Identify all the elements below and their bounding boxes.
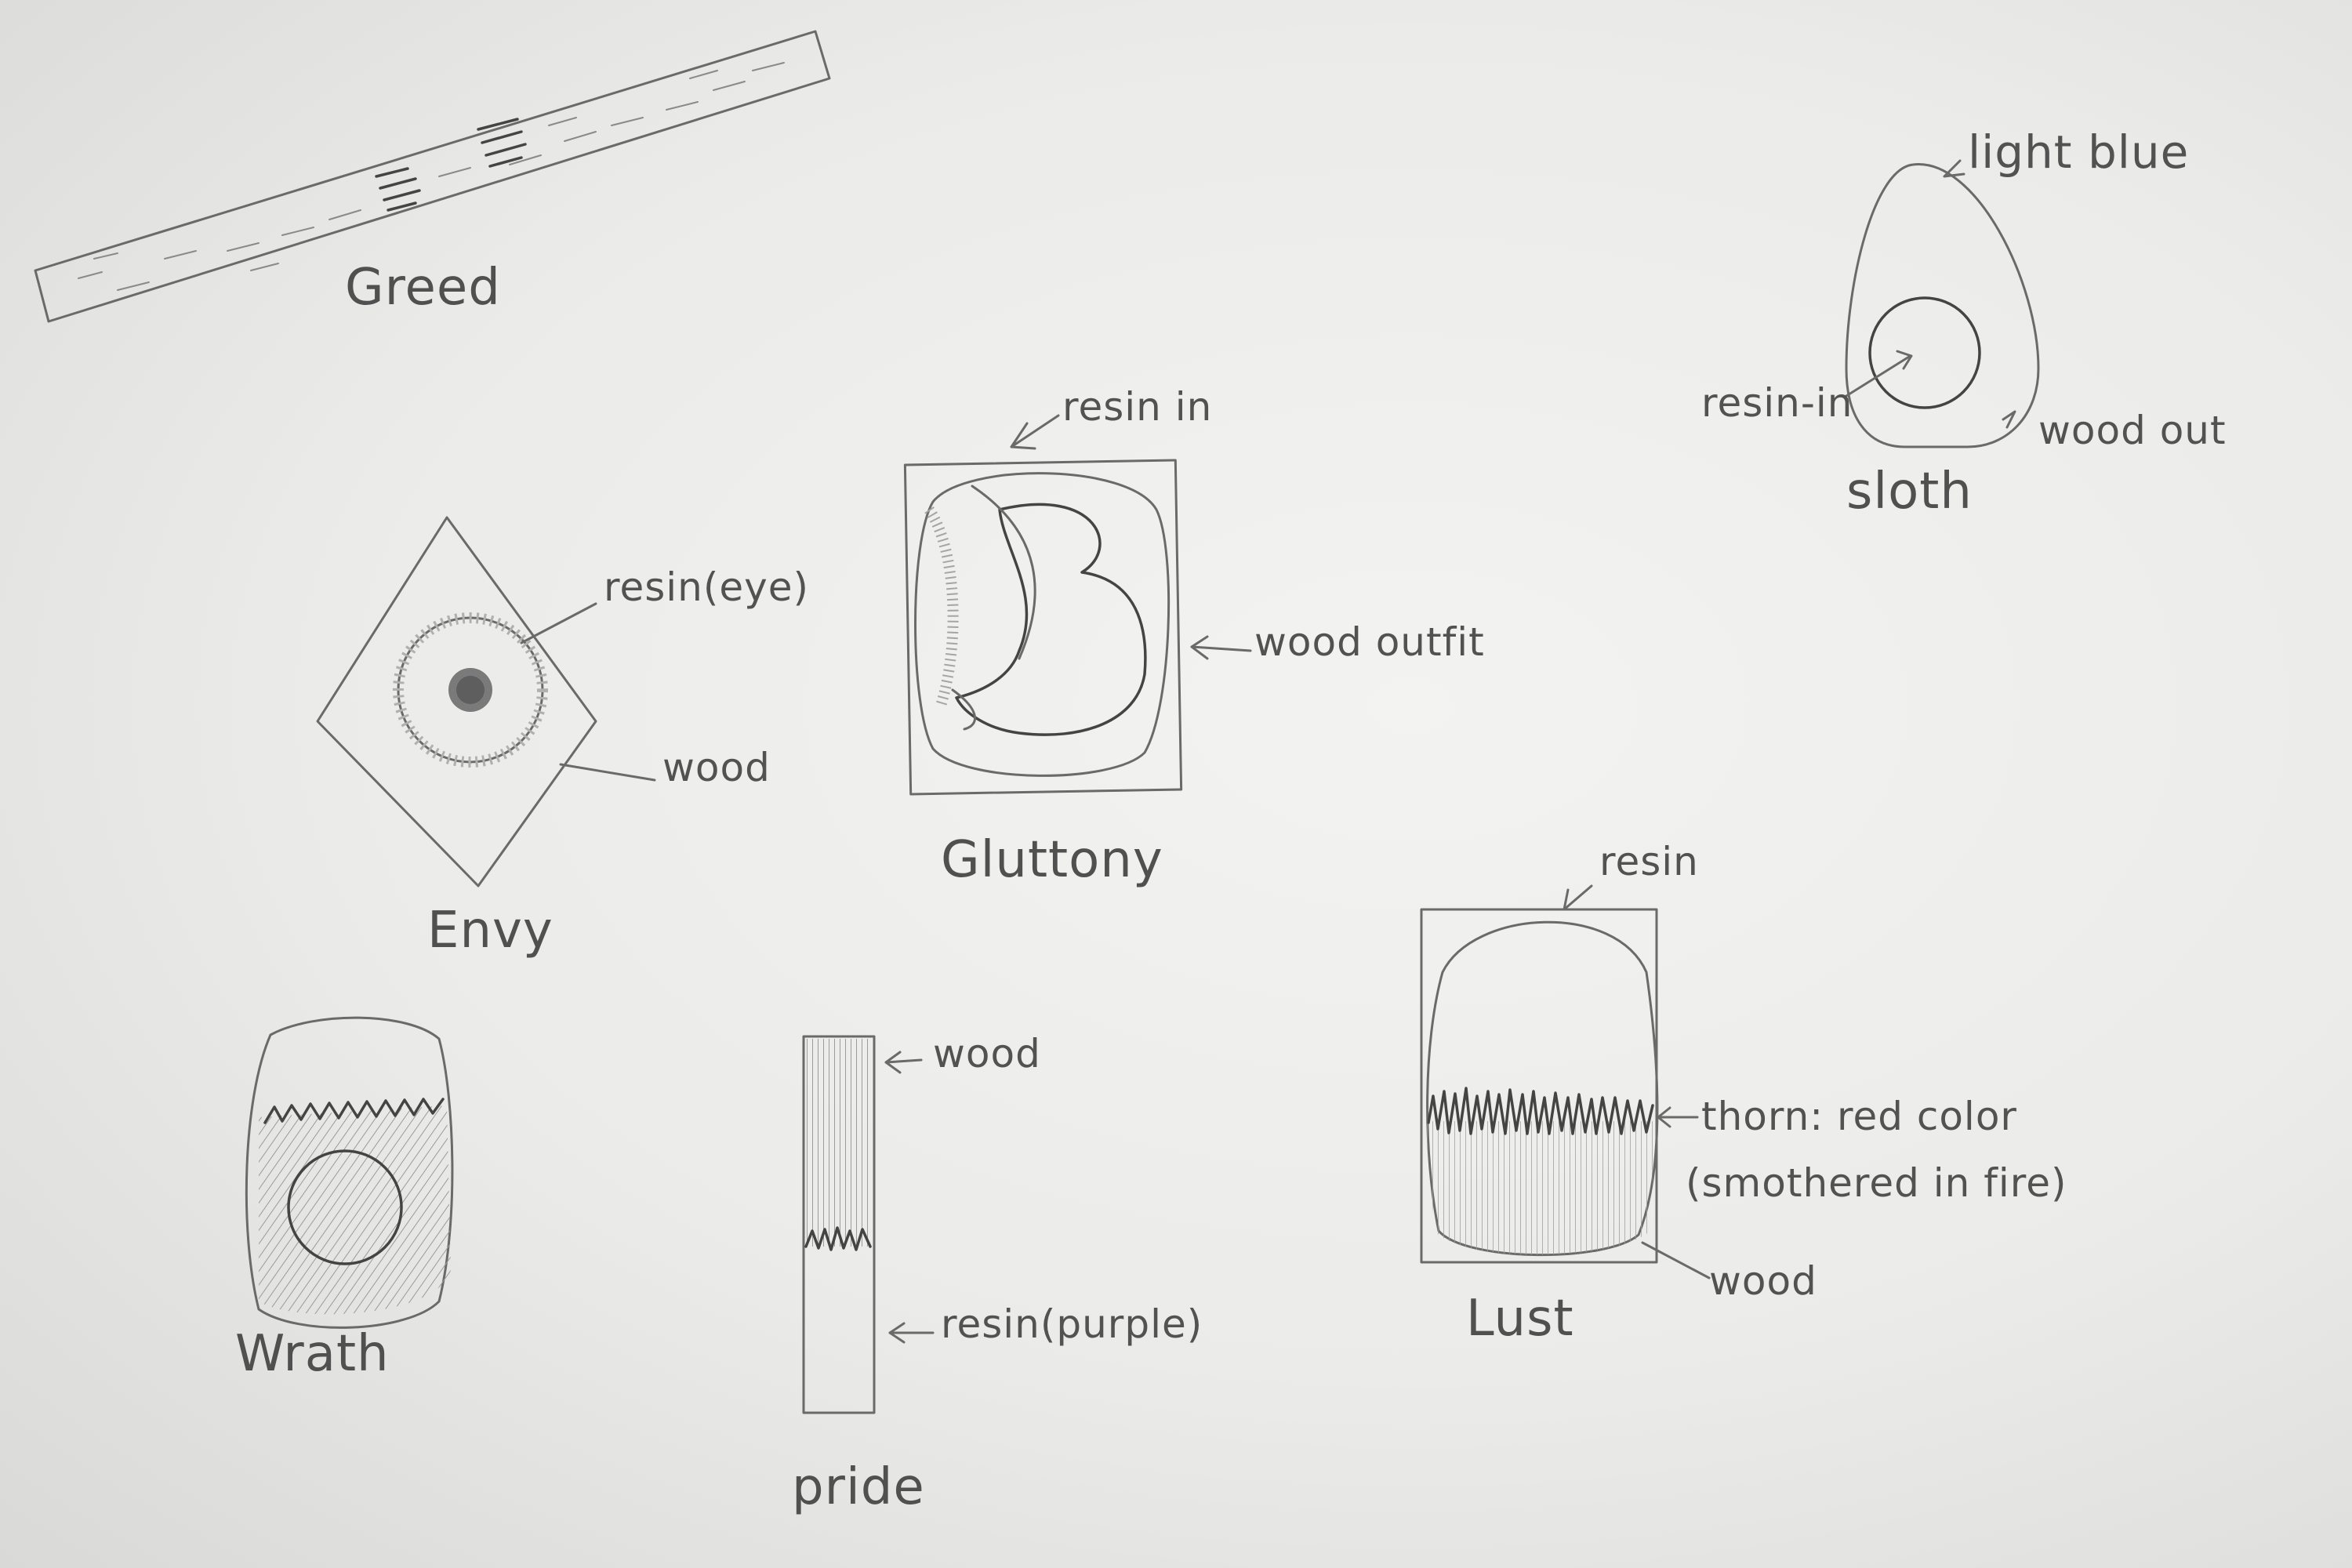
envy-note-wood: wood bbox=[662, 745, 771, 790]
lust-note-resin: resin bbox=[1599, 839, 1699, 884]
gluttony-note-wood-outfit: wood outfit bbox=[1254, 619, 1485, 665]
sloth-drop bbox=[1846, 161, 2038, 447]
lust-title: Lust bbox=[1466, 1290, 1574, 1348]
envy-title: Envy bbox=[427, 902, 554, 960]
sloth-title: sloth bbox=[1846, 463, 1973, 521]
greed-title: Greed bbox=[345, 259, 501, 317]
envy-note-resin-eye: resin(eye) bbox=[604, 564, 809, 610]
gluttony-title: Gluttony bbox=[941, 831, 1163, 889]
sloth-note-resin-in: resin-in bbox=[1701, 380, 1853, 426]
lust-rect bbox=[1421, 886, 1709, 1278]
pride-note-wood: wood bbox=[933, 1031, 1041, 1076]
lust-note-smothered: (smothered in fire) bbox=[1686, 1160, 2067, 1206]
lust-note-thorn: thorn: red color bbox=[1701, 1094, 2017, 1139]
pride-bar bbox=[804, 1036, 933, 1413]
sloth-note-light-blue: light blue bbox=[1968, 125, 2189, 179]
pride-title: pride bbox=[792, 1458, 925, 1516]
gluttony-note-resin-in: resin in bbox=[1062, 384, 1212, 430]
wrath-title: Wrath bbox=[235, 1325, 390, 1383]
lust-note-wood: wood bbox=[1709, 1258, 1817, 1304]
wrath-block bbox=[246, 1018, 452, 1327]
sloth-note-wood-out: wood out bbox=[2038, 408, 2227, 453]
gluttony-square bbox=[905, 416, 1250, 794]
pride-note-resin-purple: resin(purple) bbox=[941, 1301, 1203, 1347]
